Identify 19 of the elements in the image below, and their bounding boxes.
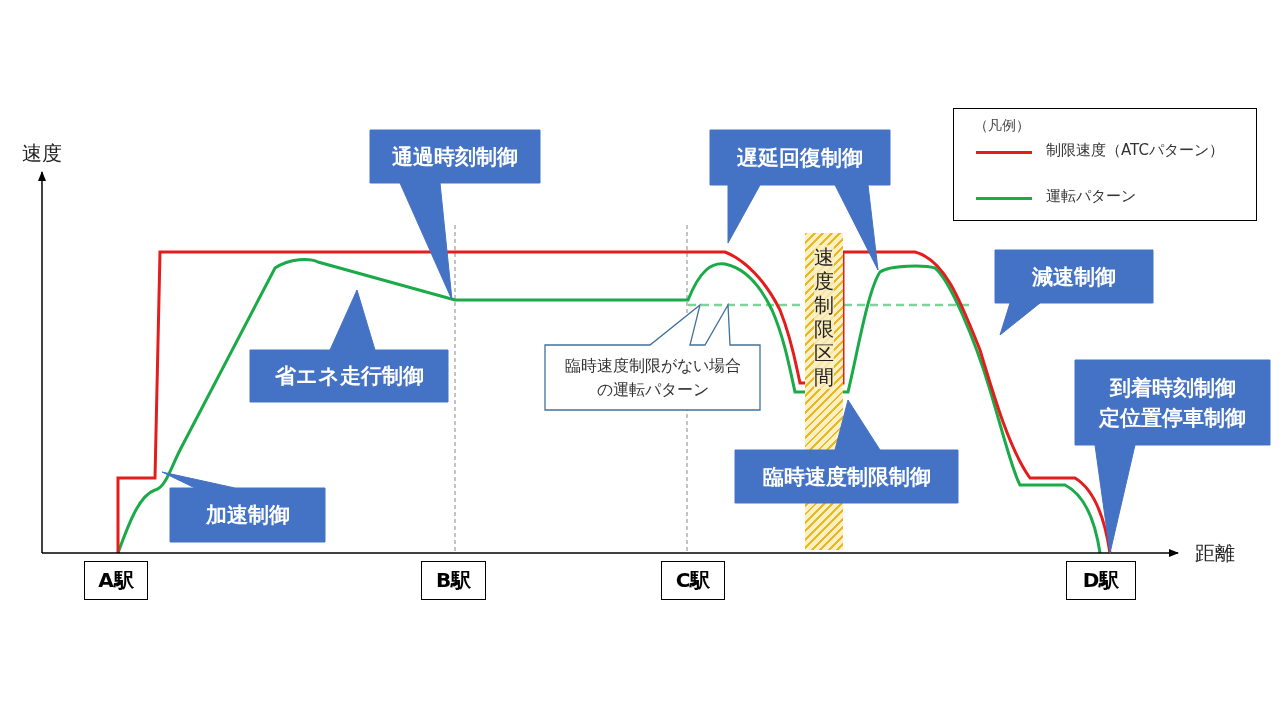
callout-label: 加速制御: [204, 502, 291, 529]
station-label: B駅: [421, 561, 486, 600]
callout-label: 省エネ走行制御: [273, 363, 425, 390]
station-label: C駅: [661, 561, 725, 600]
axis-label: 速度: [22, 140, 62, 167]
station-label: A駅: [84, 561, 148, 600]
legend-text: 運転パターン: [1046, 186, 1136, 207]
callout-label: 減速制御: [1031, 263, 1117, 291]
callout-label: 到着時刻制御: [1108, 374, 1237, 402]
callout-label: 定位置停車制御: [1098, 404, 1247, 432]
legend-title: （凡例）: [974, 117, 1030, 135]
axis-label: 距離: [1195, 540, 1235, 567]
station-label: D駅: [1066, 561, 1136, 600]
callout-label: 遅延回復制御: [736, 144, 864, 172]
zone-label: 速度制限区間: [814, 245, 834, 389]
callout-label: 臨時速度制限制御: [761, 463, 932, 491]
callout-label: 通過時刻制御: [391, 143, 519, 171]
legend-text: 制限速度（ATCパターン）: [1046, 140, 1224, 161]
callout-label: 臨時速度制限がない場合の運転パターン: [563, 354, 742, 401]
